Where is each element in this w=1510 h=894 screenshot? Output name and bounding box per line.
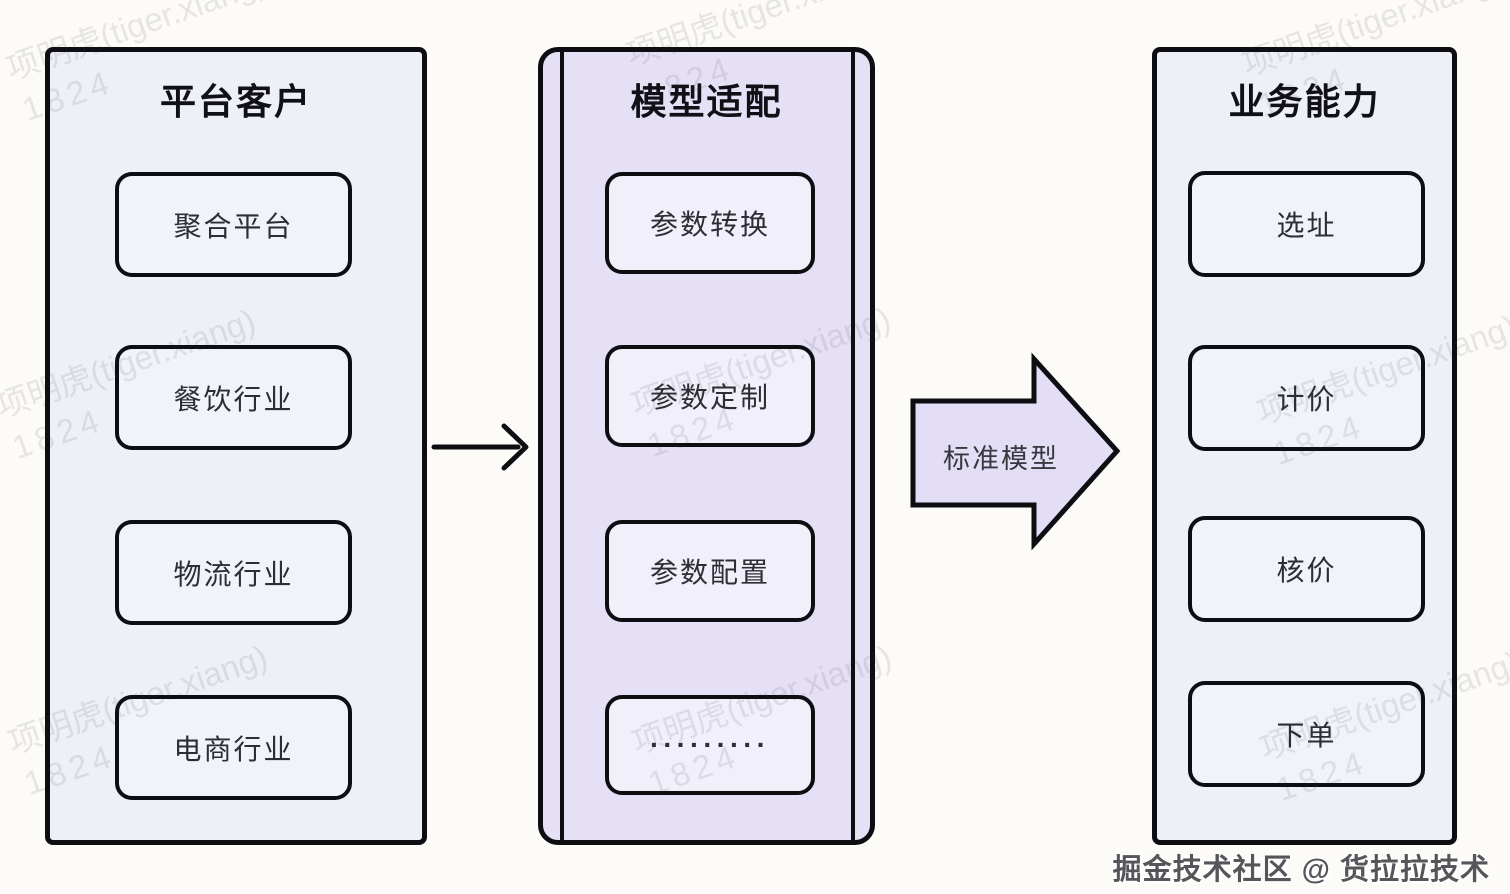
credit-watermark: 掘金技术社区 @ 货拉拉技术: [1112, 854, 1490, 886]
column-title-business-capability: 业务能力: [1228, 81, 1381, 122]
column-title-model-adaptation: 模型适配: [630, 81, 783, 122]
adapter-left-rule: [560, 52, 564, 840]
node-param-customization: 参数定制: [605, 345, 815, 447]
node-price-verification: 核价: [1188, 516, 1425, 622]
node-site-selection: 选址: [1188, 171, 1425, 277]
node-aggregation-platform: 聚合平台: [115, 172, 352, 277]
node-pricing: 计价: [1188, 345, 1425, 451]
node-param-conversion: 参数转换: [605, 172, 815, 274]
node-logistics-industry: 物流行业: [115, 520, 352, 625]
block-arrow-label: 标准模型: [943, 444, 1059, 474]
node-place-order: 下单: [1188, 681, 1425, 787]
node-catering-industry: 餐饮行业: [115, 345, 352, 450]
column-model-adaptation: 模型适配 参数转换 参数定制 参数配置 ·········: [538, 47, 875, 845]
node-ellipsis: ·········: [605, 695, 815, 795]
adapter-right-rule: [851, 52, 855, 840]
column-platform-customers: 平台客户 聚合平台 餐饮行业 物流行业 电商行业: [45, 47, 427, 845]
node-ecommerce-industry: 电商行业: [115, 695, 352, 800]
column-business-capability: 业务能力 选址 计价 核价 下单: [1152, 47, 1457, 845]
column-title-platform-customers: 平台客户: [159, 81, 312, 122]
thin-arrow: [431, 423, 529, 471]
node-param-configuration: 参数配置: [605, 520, 815, 622]
